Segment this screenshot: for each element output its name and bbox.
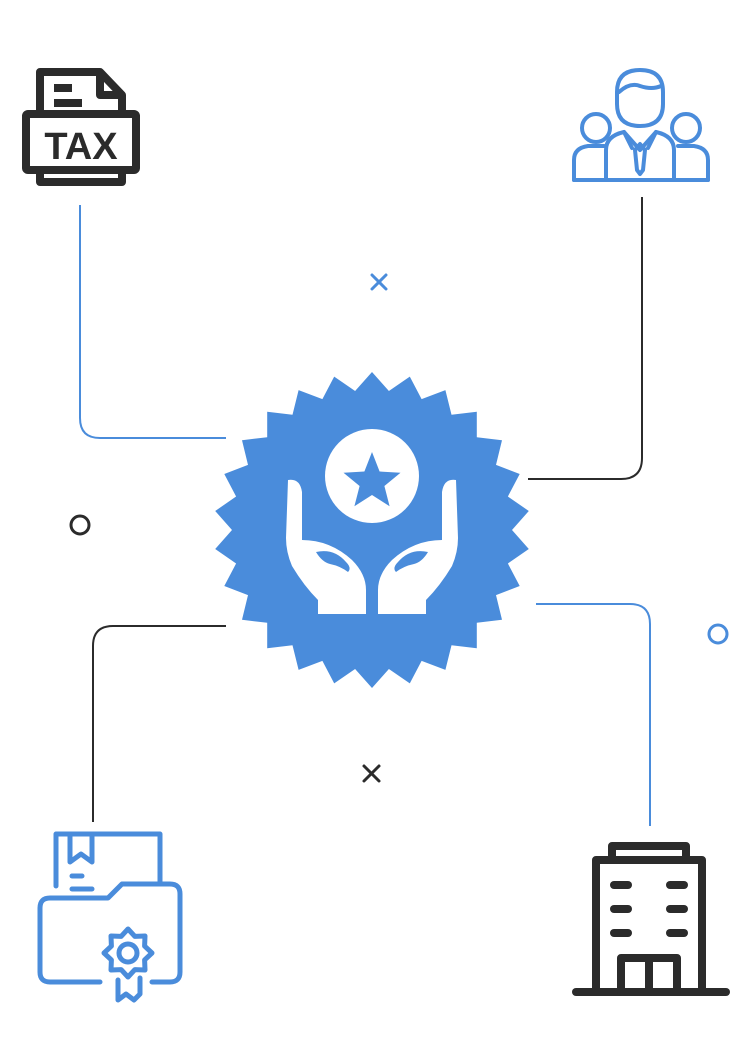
connector-files-center <box>92 625 226 822</box>
cross-mark-icon <box>370 273 388 291</box>
tax-document-icon: TAX <box>22 68 140 186</box>
cross-mark-icon <box>362 764 381 783</box>
connector-lines <box>79 197 651 826</box>
connector-team-center <box>528 197 643 480</box>
connector-tax-center <box>79 205 226 439</box>
circle-mark-icon <box>69 514 91 536</box>
circle-mark-icon <box>707 623 729 645</box>
hands-holding-star-badge-icon <box>215 372 529 688</box>
office-building-icon <box>572 842 730 996</box>
business-team-icon <box>572 68 710 182</box>
tax-label: TAX <box>44 126 118 168</box>
connector-building-center <box>536 603 651 826</box>
folder-certificate-icon <box>37 831 183 1003</box>
